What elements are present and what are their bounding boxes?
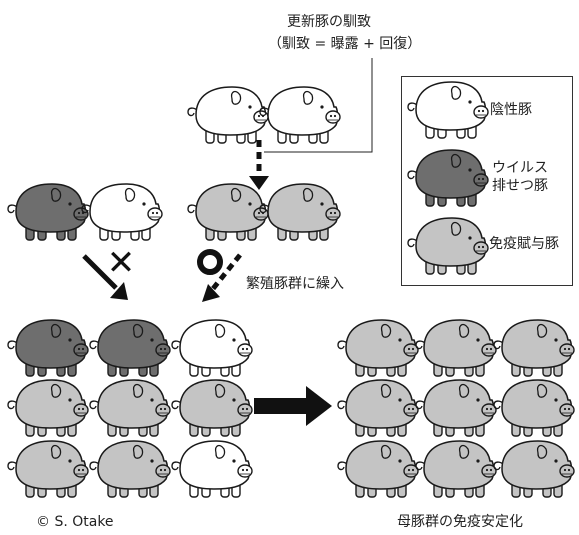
herd-pig [171,440,253,498]
herd-pig [337,319,419,377]
legend-label-negative: 陰性豚 [490,102,532,118]
herd-pig [7,379,89,437]
herd-pig [171,319,253,377]
legend [401,76,573,286]
herd-pig [89,379,171,437]
pig-gilt-negative-1 [187,86,269,144]
copyright-label: © S. Otake [36,514,114,530]
herd-pig [415,319,497,377]
herd-pig [337,440,419,498]
herd-pig [7,440,89,498]
herd-pig [337,379,419,437]
diagram-subtitle: （馴致 = 曝露 + 回復） [268,36,422,52]
legend-label-immune: 免疫賦与豚 [489,236,559,252]
allowed-arrow [202,253,242,302]
pig-gilt-negative-2 [259,86,341,144]
herd-pig [493,379,575,437]
herd-pig [415,440,497,498]
pig-gilt-immune-2 [259,183,341,241]
title-leader-line [264,58,373,153]
herd-pig [493,440,575,498]
herd-pig [493,319,575,377]
cross-mark-icon: ✕ [107,243,136,283]
herd-pig [7,319,89,377]
herd-after [337,319,575,498]
pig-negative-incoming [81,183,163,241]
herd-pig [89,319,171,377]
stabilization-arrow [254,386,332,426]
legend-label-shedding: ウイルス 排せつ豚 [492,160,548,194]
pig-gilt-immune-1 [187,183,269,241]
herd-pig [89,440,171,498]
stabilized-label: 母豚群の免疫安定化 [397,514,523,530]
herd-pig [415,379,497,437]
acclimation-arrow [249,140,269,190]
introduce-label: 繁殖豚群に繰入 [246,276,344,292]
not-allowed-arrow [82,254,128,300]
circle-mark-icon [197,249,223,275]
herd-pig [171,379,253,437]
herd-before [7,319,253,498]
pig-shedding-incoming [7,183,89,241]
diagram-title: 更新豚の馴致 [287,14,371,30]
